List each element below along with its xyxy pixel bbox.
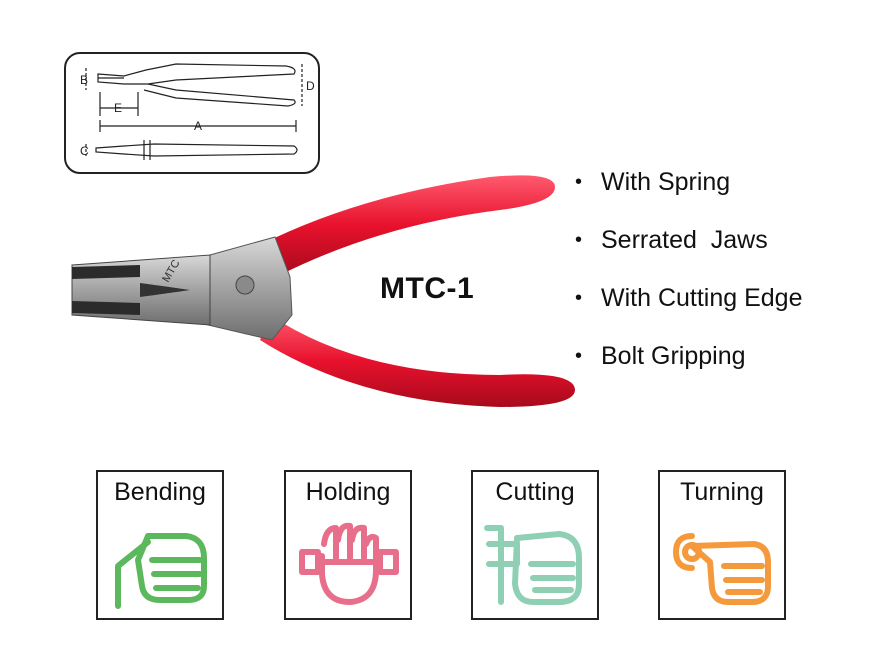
feature-label: With Spring [601, 168, 731, 196]
feature-label: Bolt Gripping [601, 342, 746, 370]
use-label: Bending [114, 478, 206, 506]
pliers-outline-diagram: B D E A C [80, 63, 315, 160]
use-card-turning: Turning [658, 470, 786, 620]
dim-label-d: D [306, 79, 315, 93]
bending-hand-icon [115, 533, 207, 609]
model-name: MTC-1 [380, 272, 475, 305]
feature-item: • Bolt Gripping [575, 339, 803, 397]
feature-item: • Serrated Jaws [575, 223, 803, 281]
use-label: Holding [305, 478, 391, 506]
bullet-icon: • [575, 345, 583, 367]
bullet-icon: • [575, 287, 583, 309]
use-label: Cutting [495, 478, 575, 506]
feature-item: • With Cutting Edge [575, 281, 803, 339]
dim-label-e: E [114, 101, 122, 115]
feature-label: With Cutting Edge [601, 284, 803, 312]
feature-item: • With Spring [575, 165, 803, 223]
feature-label: Serrated Jaws [601, 226, 768, 254]
bullet-icon: • [575, 171, 583, 193]
cutting-hand-icon [484, 525, 582, 605]
dim-label-c: C [80, 144, 89, 158]
pliers-image: MTC [71, 175, 575, 407]
dim-label-a: A [194, 119, 202, 133]
feature-list: • With Spring • Serrated Jaws • With Cuttin… [575, 165, 803, 397]
use-card-bending: Bending [96, 470, 224, 620]
use-card-holding: Holding [284, 470, 412, 620]
turning-hand-icon [673, 533, 771, 605]
dimension-diagram: B D E A C [64, 52, 320, 174]
dim-label-b: B [80, 73, 88, 87]
use-card-cutting: Cutting [471, 470, 599, 620]
bullet-icon: • [575, 229, 583, 251]
use-label: Turning [680, 478, 764, 506]
holding-hand-icon [299, 522, 399, 605]
